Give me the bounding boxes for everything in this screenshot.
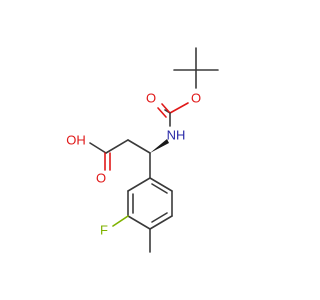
fluorine-label: F	[100, 223, 108, 238]
bond-ch2-to-acid-c	[105, 139, 129, 154]
carboxylic-acid-group: OH O	[66, 133, 111, 186]
acid-carbonyl-oxygen-label: O	[96, 171, 106, 186]
ring-double-bond-a	[151, 183, 168, 194]
hydroxyl-label: OH	[66, 133, 86, 148]
bond-carbonyl-double-2	[157, 107, 167, 118]
ring-bond-6	[127, 177, 151, 192]
boc-carbonyl-oxygen-label: O	[146, 91, 156, 106]
bond-chiral-c-to-ch2	[127, 139, 151, 154]
amine-group: NH	[167, 128, 186, 143]
fluoro-methyl-phenyl-ring	[127, 177, 173, 230]
boc-carbonyl: O	[146, 91, 171, 118]
ring-double-bond-b	[151, 212, 168, 223]
stereo-wedge-bond	[150, 139, 169, 153]
amine-label: NH	[167, 128, 186, 143]
ring-bond-1	[149, 177, 173, 192]
bond-carbonyl-double-1	[161, 103, 171, 114]
bond-ring-to-fluorine	[112, 215, 129, 227]
tert-butyl-group	[173, 47, 219, 89]
ring-bond-3	[149, 215, 173, 230]
bond-acid-c-to-oh	[89, 142, 107, 154]
molecule-structure: O O NH OH O F	[66, 47, 219, 253]
bond-ether-o-to-carbonyl-c	[169, 102, 189, 114]
boc-ether-oxygen: O	[191, 91, 201, 106]
boc-ether-oxygen-label: O	[191, 91, 201, 106]
ring-bond-4	[127, 215, 151, 230]
